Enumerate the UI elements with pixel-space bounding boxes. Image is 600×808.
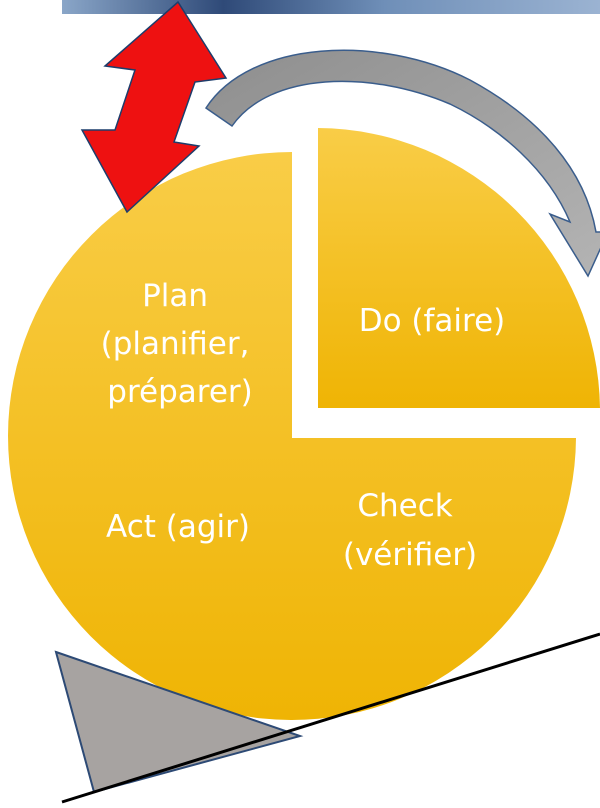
plan-label-line: Plan (142, 278, 208, 314)
slope-line (61, 632, 600, 804)
top-banner-image (62, 0, 600, 14)
plan-label-line: préparer) (107, 374, 252, 410)
double-arrow (80, 0, 228, 214)
do-label-line: Do (faire) (359, 303, 506, 339)
do-label: Do (faire) (359, 303, 506, 339)
check-label: Check (vérifier) (343, 488, 477, 573)
plan-label-line: (planifier, (101, 326, 250, 362)
check-label-line: (vérifier) (343, 537, 477, 573)
act-label-line: Act (agir) (106, 509, 250, 545)
plan-label: Plan (planifier, préparer) (101, 278, 260, 410)
main-cycle-disc (8, 152, 576, 720)
act-label: Act (agir) (106, 509, 250, 545)
curved-cycle-arrow (204, 49, 600, 278)
wedge-triangle (54, 650, 304, 794)
do-quadrant (318, 128, 600, 408)
check-label-line: Check (357, 488, 452, 524)
